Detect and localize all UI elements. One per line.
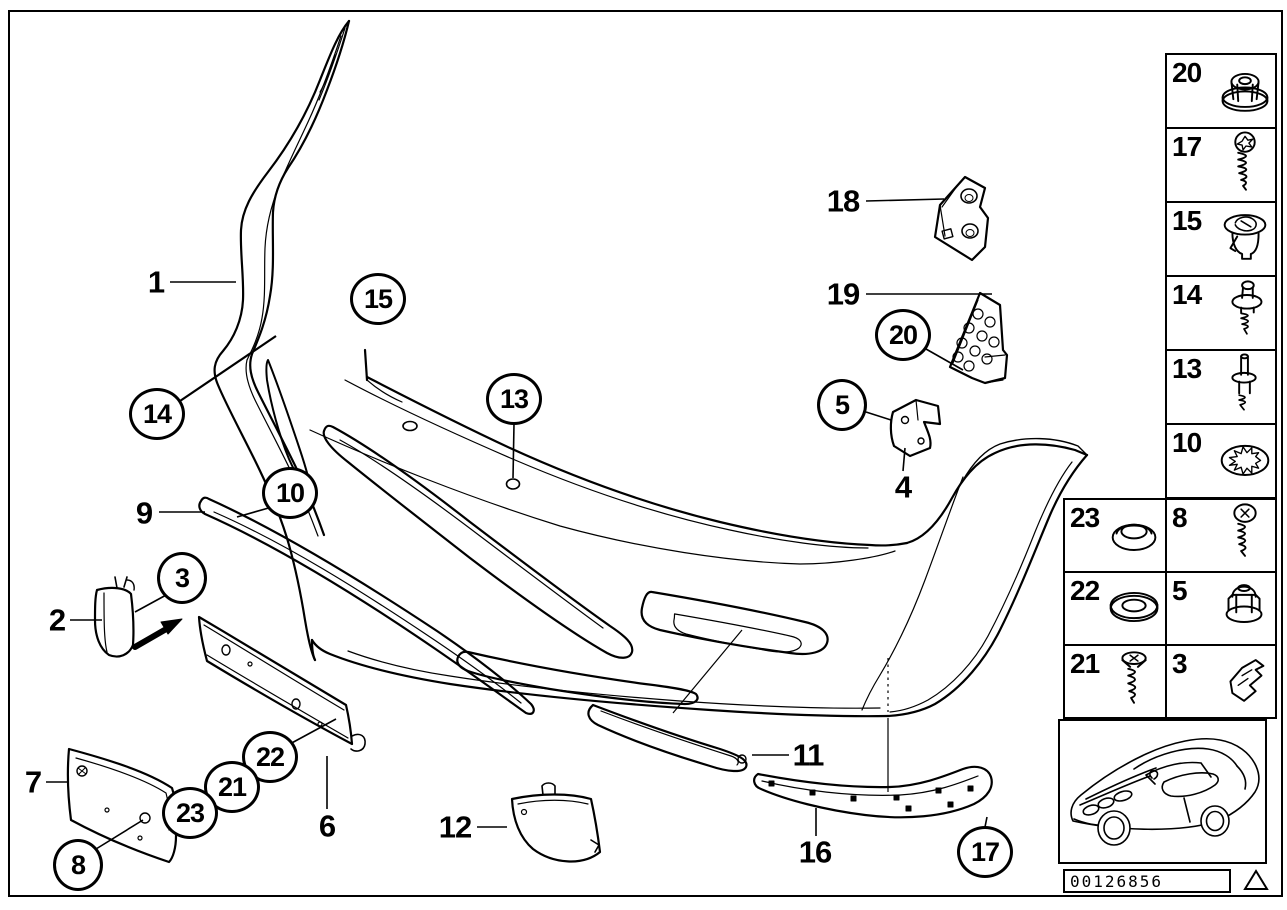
callout-1[interactable]: 1 — [147, 264, 165, 300]
triangle-icon — [1243, 869, 1269, 890]
callout-9[interactable]: 9 — [135, 495, 153, 531]
legend-cell-23[interactable]: 23 — [1065, 500, 1167, 571]
callout-23[interactable]: 23 — [162, 787, 218, 839]
legend-grid-row: 21 3 — [1065, 646, 1275, 717]
toothed-washer-icon — [1216, 426, 1274, 497]
callout-8[interactable]: 8 — [53, 839, 103, 891]
legend-number: 5 — [1172, 575, 1188, 606]
legend-cell-8[interactable]: 8 — [1167, 500, 1275, 571]
legend-grid-row: 23 8 — [1065, 500, 1275, 573]
expansion-rivet-icon — [1216, 278, 1274, 349]
callout-15[interactable]: 15 — [350, 273, 406, 325]
callout-7[interactable]: 7 — [24, 764, 42, 800]
legend-number: 17 — [1172, 131, 1202, 162]
legend-number: 22 — [1070, 575, 1100, 606]
legend-cell-5[interactable]: 5 — [1167, 573, 1275, 644]
hardware-legend-grid: 23 8 22 5 21 3 — [1063, 498, 1277, 719]
callout-19[interactable]: 19 — [826, 276, 860, 312]
callout-2[interactable]: 2 — [48, 602, 66, 638]
legend-number: 15 — [1172, 205, 1202, 236]
clip-bracket-icon — [1216, 646, 1274, 717]
callout-20[interactable]: 20 — [875, 309, 931, 361]
flat-screw-icon — [1106, 646, 1164, 717]
callout-12[interactable]: 12 — [438, 809, 472, 845]
pan-screw-icon — [1216, 500, 1274, 571]
legend-number: 20 — [1172, 57, 1202, 88]
legend-cell-15[interactable]: 15 — [1167, 203, 1275, 277]
legend-number: 3 — [1172, 648, 1188, 679]
legend-cell-20[interactable]: 20 — [1167, 55, 1275, 129]
page-frame — [8, 10, 1283, 897]
callout-13[interactable]: 13 — [486, 373, 542, 425]
legend-number: 21 — [1070, 648, 1100, 679]
legend-cell-10[interactable]: 10 — [1167, 425, 1275, 497]
callout-21[interactable]: 21 — [204, 761, 260, 813]
expanding-nut-icon — [1216, 204, 1274, 275]
callout-18[interactable]: 18 — [826, 183, 860, 219]
image-number-box: 00126856 — [1063, 869, 1231, 893]
cap-nut-icon — [1216, 573, 1274, 644]
legend-cell-14[interactable]: 14 — [1167, 277, 1275, 351]
callout-4[interactable]: 4 — [894, 469, 912, 505]
legend-cell-21[interactable]: 21 — [1065, 646, 1167, 717]
legend-number: 14 — [1172, 279, 1202, 310]
legend-number: 10 — [1172, 427, 1202, 458]
cover-cap-icon — [1106, 500, 1164, 571]
callout-6[interactable]: 6 — [318, 808, 336, 844]
legend-number: 23 — [1070, 502, 1100, 533]
hardware-legend-column: 20 17 15 14 13 10 — [1165, 53, 1277, 499]
callout-11[interactable]: 11 — [792, 737, 825, 773]
legend-cell-3[interactable]: 3 — [1167, 646, 1275, 717]
legend-cell-17[interactable]: 17 — [1167, 129, 1275, 203]
legend-cell-13[interactable]: 13 — [1167, 351, 1275, 425]
flange-nut-icon — [1216, 56, 1274, 127]
washer-icon — [1106, 573, 1164, 644]
rivet-pin-icon — [1216, 352, 1274, 423]
callout-22[interactable]: 22 — [242, 731, 298, 783]
legend-number: 8 — [1172, 502, 1188, 533]
callout-14[interactable]: 14 — [129, 388, 185, 440]
torx-screw-icon — [1216, 130, 1274, 201]
callout-3[interactable]: 3 — [157, 552, 207, 604]
vehicle-preview — [1058, 719, 1267, 864]
callout-5[interactable]: 5 — [817, 379, 867, 431]
callout-17[interactable]: 17 — [957, 826, 1013, 878]
callout-10[interactable]: 10 — [262, 467, 318, 519]
legend-cell-22[interactable]: 22 — [1065, 573, 1167, 644]
image-number: 00126856 — [1070, 871, 1164, 891]
bmw-coupe-front-quarter-icon — [1070, 737, 1260, 846]
callout-16[interactable]: 16 — [798, 834, 832, 870]
legend-number: 13 — [1172, 353, 1202, 384]
legend-grid-row: 22 5 — [1065, 573, 1275, 646]
